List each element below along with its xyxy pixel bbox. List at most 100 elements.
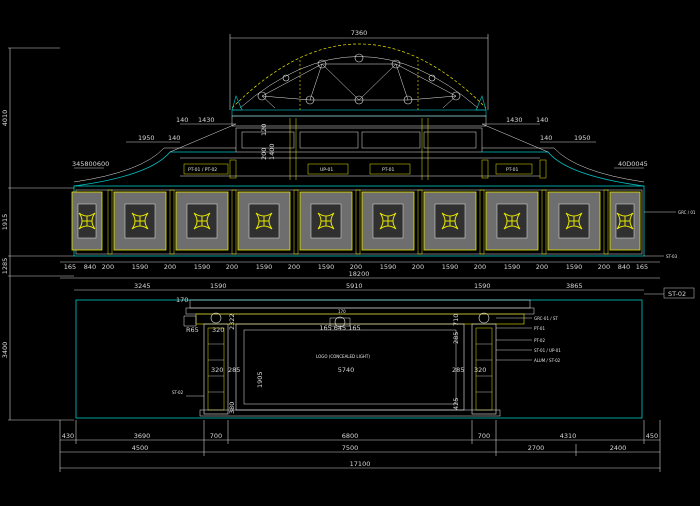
- panel-ornament: [193, 212, 211, 230]
- panel: [423, 191, 477, 251]
- bottom-row1-dimension: 450: [646, 432, 658, 440]
- left-vertical-dimension-chain: [8, 47, 74, 421]
- dim-center-200: 200: [260, 148, 268, 160]
- portal-right-leaders: [496, 317, 532, 361]
- bottom-row1-dimension: 700: [478, 432, 490, 440]
- panel-dimension-text: 200: [350, 263, 362, 271]
- bottom-row1-dimension: 6800: [342, 432, 359, 440]
- panel-ornament: [317, 212, 335, 230]
- panel-dimension-text: 1590: [566, 263, 583, 271]
- dim-right-1430: 1430: [506, 116, 523, 124]
- panel: [113, 191, 167, 251]
- portal-inner-width: 5740: [338, 366, 355, 374]
- tag-up-01: UP-01: [320, 167, 333, 173]
- tag-pt-01-b: PT-01: [506, 167, 519, 173]
- panel: [485, 191, 539, 251]
- bottom-row2-dimension: 2700: [528, 444, 545, 452]
- panel-ornament: [503, 212, 521, 230]
- panel-ornament: [565, 212, 583, 230]
- tag-left-band: PT-01 / PT-02: [188, 167, 217, 173]
- panel-dimension-text: 1590: [256, 263, 273, 271]
- portal-left-b: 285: [228, 366, 240, 374]
- parapet-band: [231, 109, 487, 180]
- panel-dimension-text: 200: [474, 263, 486, 271]
- shoulder-dimension-lines: [74, 123, 644, 169]
- dim-lower-b: 1590: [210, 282, 227, 290]
- panel: [175, 191, 229, 251]
- pilaster: [107, 189, 113, 255]
- dim-left-1430: 1430: [198, 116, 215, 124]
- panel-dimension-text: 1590: [318, 263, 335, 271]
- panel-dimension-text: 200: [102, 263, 114, 271]
- portal: [183, 299, 535, 417]
- panel: [237, 191, 291, 251]
- panel-dimension-text: 1590: [380, 263, 397, 271]
- roof-shoulders: [73, 123, 645, 187]
- panel-dimension-text: 200: [412, 263, 424, 271]
- arch-dome: [231, 43, 487, 111]
- panel-row: [71, 185, 645, 257]
- panel-dimension-text: 840: [618, 263, 630, 271]
- dim-overall-18200: 18200: [349, 270, 370, 278]
- portal-left-a: 320: [211, 366, 223, 374]
- portal-small-left-a: R65: [186, 326, 199, 334]
- panel: [361, 191, 415, 251]
- portal-left-note: ST-02: [172, 390, 184, 395]
- panel-ornament: [255, 212, 273, 230]
- arch-width-dimension: [229, 34, 489, 110]
- portal-right-stack-b: 710: [452, 314, 460, 326]
- portal-bottom-left-stack: 380: [228, 402, 236, 414]
- panel-dimension-text: 1590: [504, 263, 521, 271]
- portal-right-note-3: ST-01 / UP-01: [534, 348, 561, 353]
- pilaster: [355, 189, 361, 255]
- dim-left-1915: 1915: [1, 214, 9, 231]
- portal-small-left-b: 320: [212, 326, 224, 334]
- panel-ornament: [131, 212, 149, 230]
- bottom-row1-dimension: 700: [210, 432, 222, 440]
- bottom-row2-dimension: 2400: [610, 444, 627, 452]
- pilaster: [603, 189, 609, 255]
- dim-left-3400: 3400: [1, 342, 9, 359]
- portal-top-170: 170: [338, 309, 346, 314]
- dim-left-1285: 1285: [1, 258, 9, 275]
- panel-dimension-text: 1590: [442, 263, 459, 271]
- dim-left-small: 345800600: [72, 160, 109, 168]
- bottom-row2-dimension: 4500: [132, 444, 149, 452]
- dim-center-1400: 1400: [268, 143, 276, 160]
- panel-dimension-text: 165: [636, 263, 648, 271]
- portal-center-note: LOGO (CONCEALED LIGHT): [316, 354, 370, 359]
- panel-dimension-text: 840: [84, 263, 96, 271]
- tag-pt-01-a: PT-01: [382, 167, 395, 173]
- portal-right-b: 320: [474, 366, 486, 374]
- pilaster: [417, 189, 423, 255]
- portal-bottom-right-stack: 425: [452, 398, 460, 410]
- panel: [609, 191, 641, 251]
- panel-dimension-text: 1590: [194, 263, 211, 271]
- dim-lower-d: 1590: [474, 282, 491, 290]
- dim-right-140-b: 140: [540, 134, 552, 142]
- dim-arch-7360: 7360: [351, 29, 368, 37]
- panels-group: [71, 189, 641, 255]
- panel: [547, 191, 601, 251]
- section-tag-label: ST-02: [668, 290, 686, 298]
- portal-left-stack: 2322: [228, 313, 236, 330]
- panel-ornament: [616, 212, 634, 230]
- panel-dimension-text: 200: [164, 263, 176, 271]
- panel: [299, 191, 353, 251]
- portal-center-height: 1905: [256, 371, 264, 388]
- panel: [71, 191, 103, 251]
- portal-right-note-1: PT-01: [534, 326, 545, 331]
- dim-lower-e: 3865: [566, 282, 583, 290]
- portal-right-a: 285: [452, 366, 464, 374]
- pilaster: [479, 189, 485, 255]
- dim-center-120: 120: [260, 124, 268, 136]
- portal-right-note-0: GRC-01 / ST: [534, 316, 558, 321]
- bottom-row2-dimension: 7500: [342, 444, 359, 452]
- panel-dimension-text: 200: [536, 263, 548, 271]
- dim-left-4010: 4010: [1, 110, 9, 127]
- leader-right-bottom: ST-03: [666, 254, 678, 259]
- panel-dimension-text: 1590: [132, 263, 149, 271]
- panel-ornament: [78, 212, 96, 230]
- right-leaders: [644, 211, 676, 257]
